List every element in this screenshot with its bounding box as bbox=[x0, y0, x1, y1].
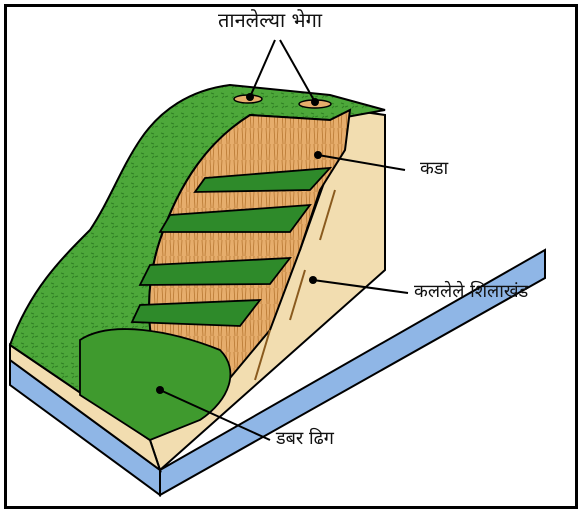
pointer-cliff-dot bbox=[314, 151, 322, 159]
terrace-4 bbox=[132, 300, 260, 326]
label-tension-cracks: तानलेल्या भेगा bbox=[218, 10, 322, 30]
pointer-cracks-dot-1 bbox=[246, 93, 254, 101]
label-debris-mound: डबर ढिग bbox=[276, 430, 334, 448]
label-cliff: कडा bbox=[420, 160, 448, 178]
pointer-fallen-blocks-dot bbox=[309, 276, 317, 284]
pointer-debris-dot bbox=[156, 386, 164, 394]
label-fallen-blocks: कललेले शिलाखंड bbox=[414, 283, 528, 301]
pointer-cracks-dot-2 bbox=[311, 98, 319, 106]
